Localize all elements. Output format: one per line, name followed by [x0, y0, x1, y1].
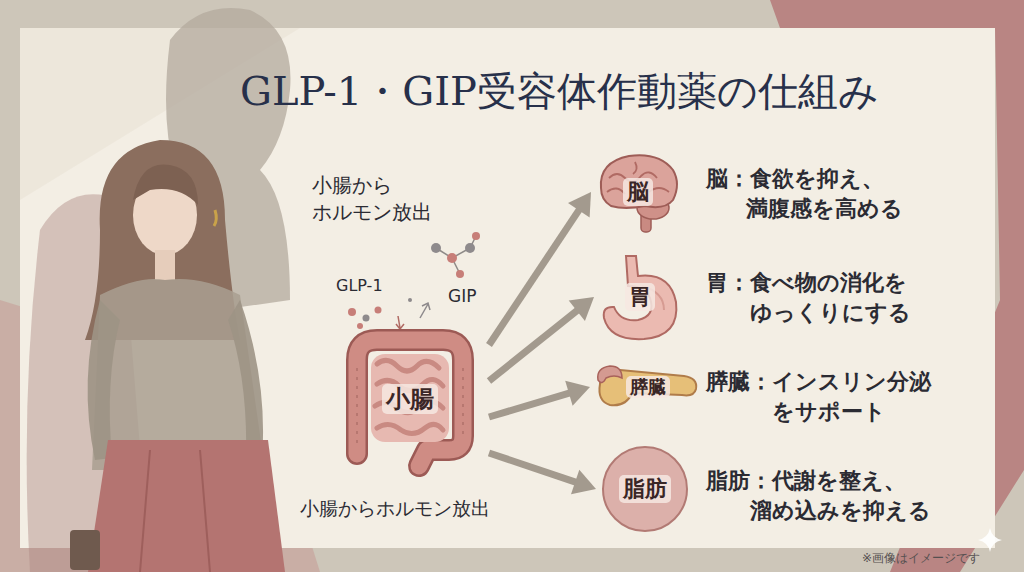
node-text-stack: 脳: [623, 178, 653, 206]
organ-label: 胃: [625, 283, 655, 311]
hormone-name: GIP: [448, 286, 476, 306]
effect-description: 脳：食欲を抑え、 満腹感を高める: [706, 164, 1006, 224]
arrow-connector: [489, 192, 591, 345]
organ-label: 小腸: [382, 384, 438, 414]
hormone-release-note: 小腸から ホルモン放出: [312, 172, 442, 226]
arrow-shaft: [489, 309, 578, 381]
hormone-release-note: 小腸からホルモン放出: [300, 496, 490, 522]
arrow-connector: [489, 453, 596, 494]
organ-label: 脂肪: [619, 475, 671, 503]
brain-organ: 脳: [595, 148, 681, 236]
arrow-head: [569, 297, 594, 321]
small-intestine: 小腸: [335, 328, 485, 470]
effect-description: 膵臓：インスリン分泌 をサポート: [706, 367, 1006, 427]
organ-label: 膵臓: [626, 376, 670, 399]
arrow-shaft: [489, 209, 580, 345]
effect-description: 胃：食べ物の消化を ゆっくりにする: [706, 268, 1006, 328]
image-note: ※画像はイメージです: [862, 550, 980, 567]
hormone-name: GLP-1: [336, 276, 383, 295]
diagram-title: GLP-1・GIP受容体作動薬の仕組み: [240, 64, 879, 119]
arrow-head: [565, 381, 590, 406]
arrow-connector: [489, 381, 590, 417]
node-text-stack: 脂肪: [619, 475, 671, 503]
arrow-head: [571, 470, 596, 495]
node-text-stack: 小腸: [382, 384, 438, 414]
node-text-stack: 膵臓: [626, 376, 670, 399]
node-text-stack: 胃: [625, 283, 655, 311]
stomach-organ: 胃: [598, 252, 682, 342]
arrow-shaft: [489, 453, 577, 483]
effect-description: 脂肪：代謝を整え、 溜め込みを抑える: [706, 466, 1006, 526]
organ-label: 脳: [623, 178, 653, 206]
arrow-head: [568, 192, 591, 218]
arrow-connector: [489, 297, 594, 381]
pancreas-organ: 膵臓: [594, 362, 702, 412]
fat-circle: 脂肪: [600, 444, 690, 534]
arrow-shaft: [489, 393, 571, 417]
